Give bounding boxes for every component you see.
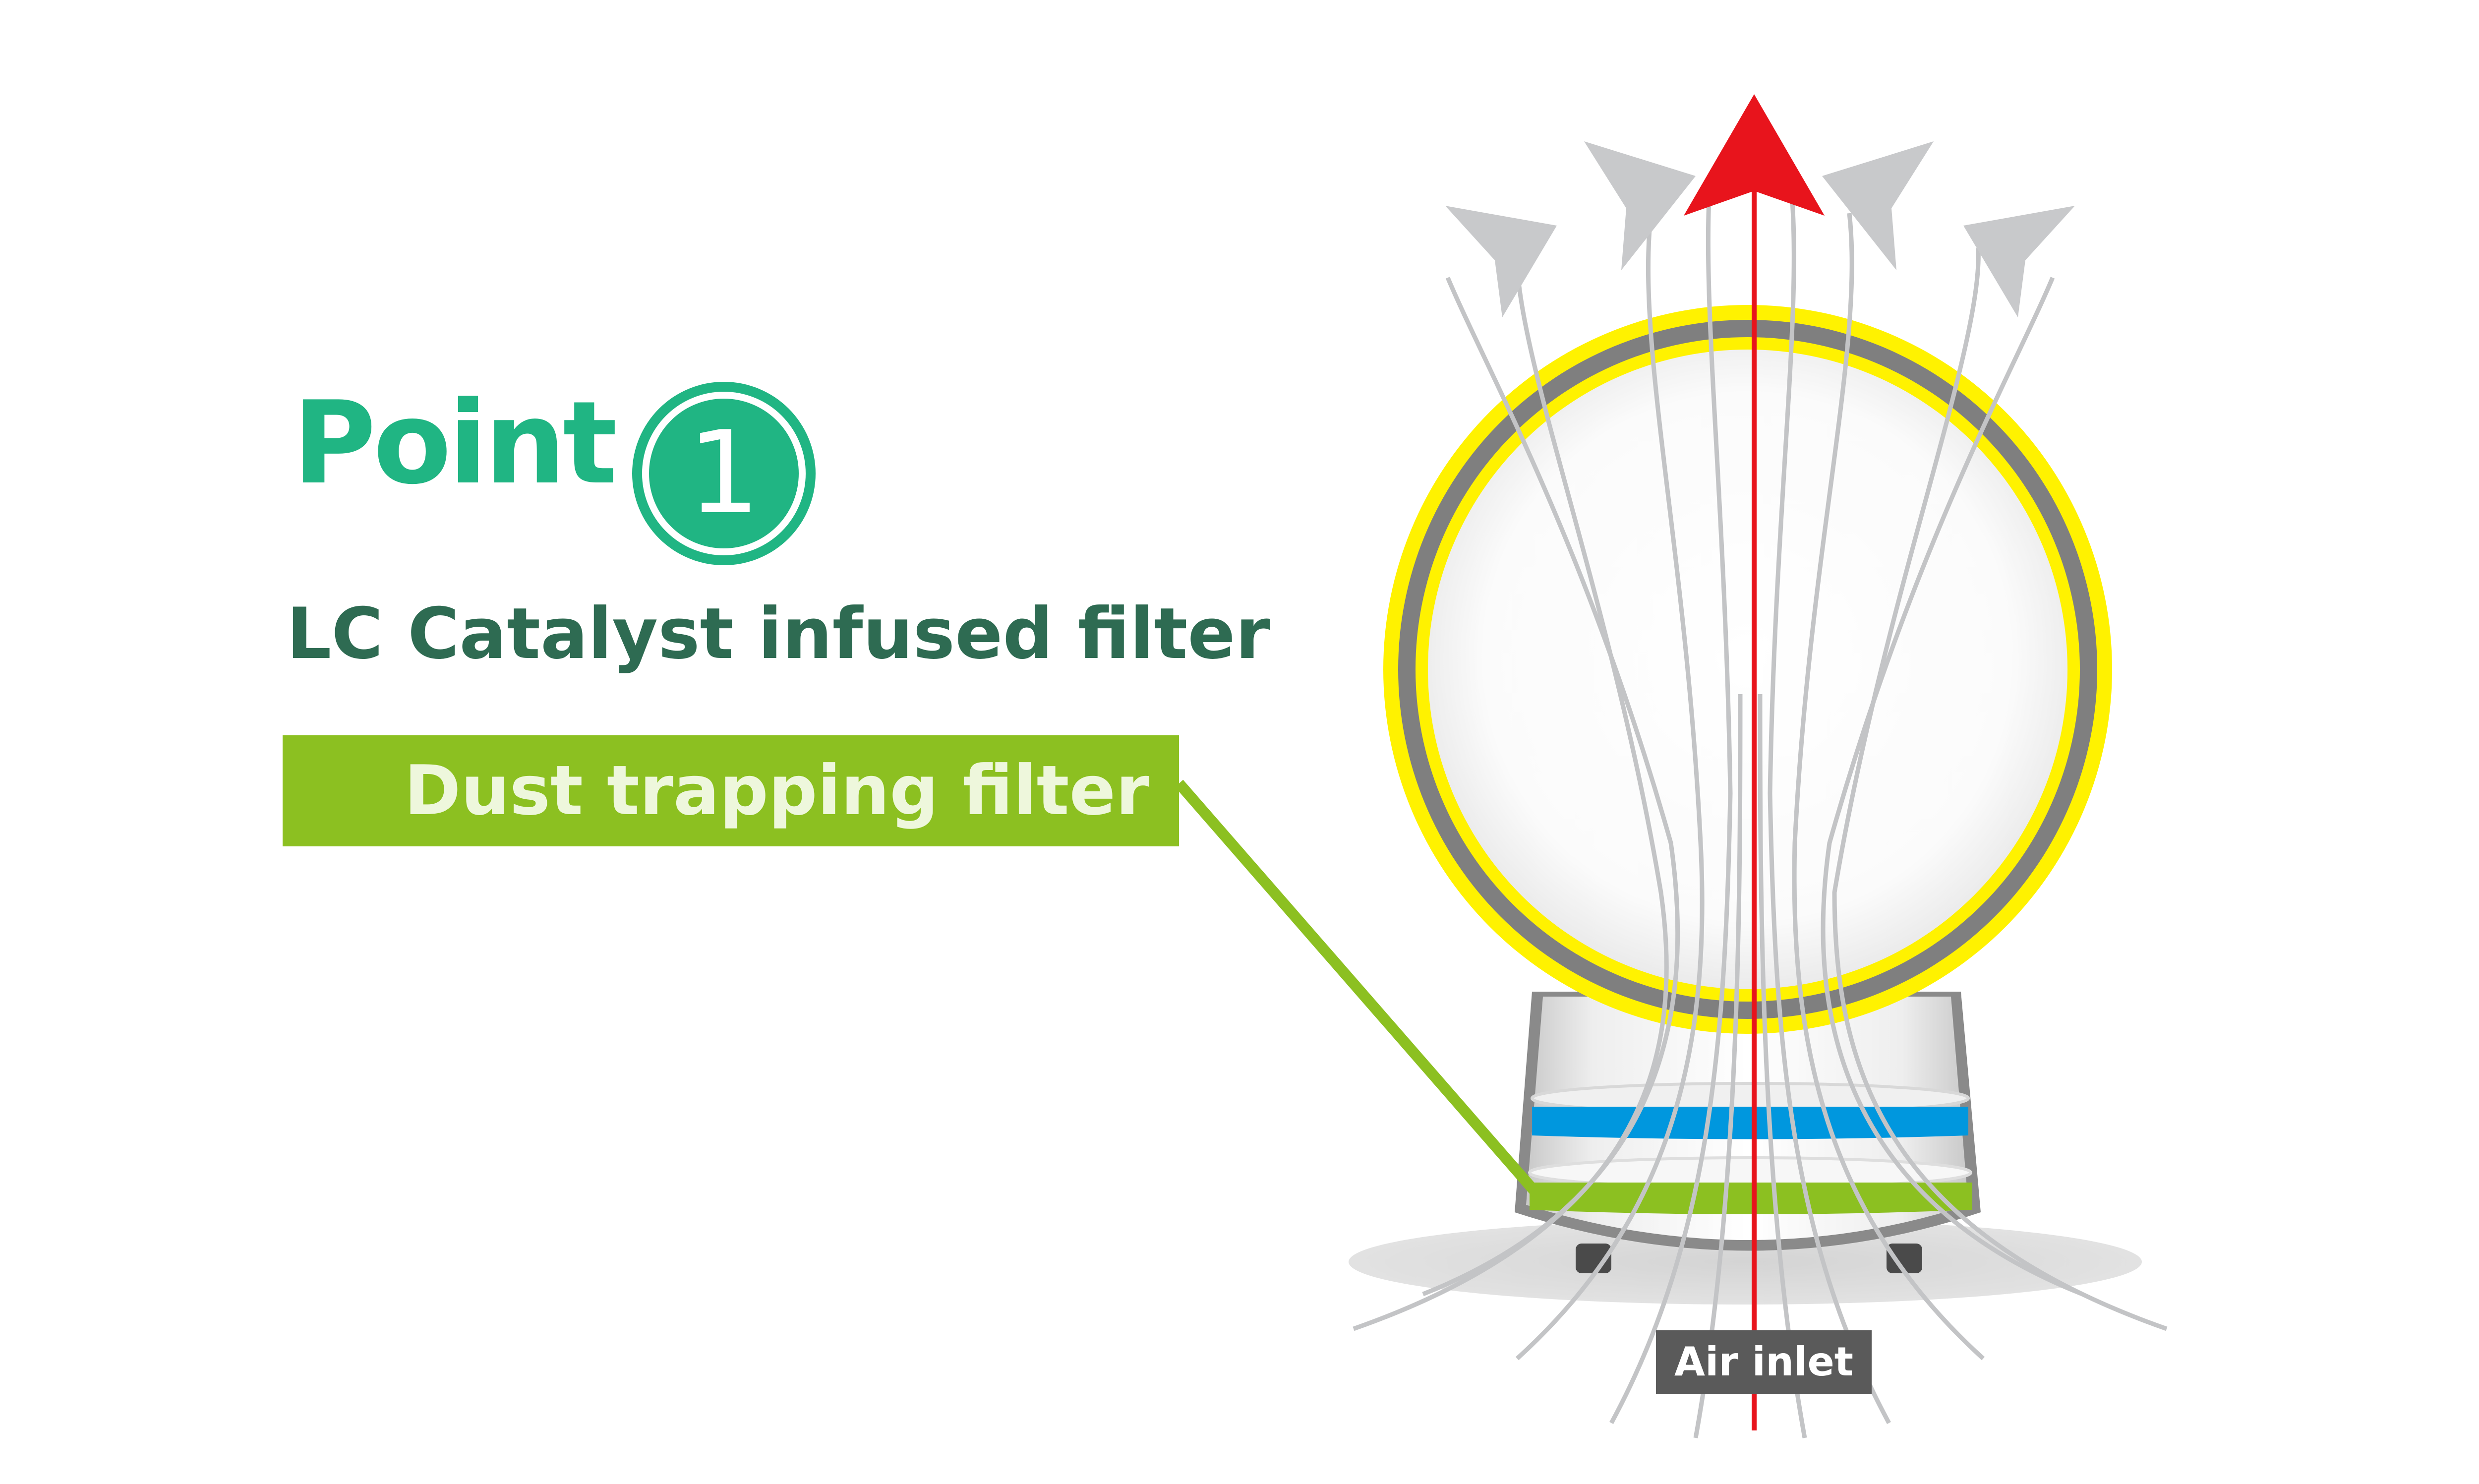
point-number: 1 (687, 407, 761, 539)
point-heading: Point (293, 377, 617, 510)
point-number-badge: 1 (632, 382, 816, 565)
arrowhead-mid-left (1584, 141, 1696, 270)
main-airflow-arrowhead (1684, 94, 1825, 216)
air-inlet-label: Air inlet (1674, 1339, 1853, 1385)
dust-filter-callout: Dust trapping filter (283, 735, 1179, 846)
airflow-lines (1353, 173, 2168, 1438)
green-filter-layer (1530, 1183, 1972, 1214)
foot-right (1887, 1244, 1922, 1273)
arrowhead-far-left (1445, 206, 1557, 317)
loop-aperture (1428, 350, 2067, 989)
air-inlet-badge: Air inlet (1656, 1330, 1872, 1394)
dust-filter-callout-label: Dust trapping filter (404, 751, 1150, 831)
arrowhead-mid-right (1822, 141, 1934, 270)
blue-filter-layer (1532, 1107, 1968, 1139)
feature-subtitle: LC Catalyst infused filter (287, 593, 1270, 675)
arrowhead-far-right (1963, 206, 2075, 317)
airflow-arrowheads (1445, 141, 2075, 317)
callout-leader-line (1175, 779, 1541, 1198)
floor-shadow (1349, 1219, 2142, 1305)
